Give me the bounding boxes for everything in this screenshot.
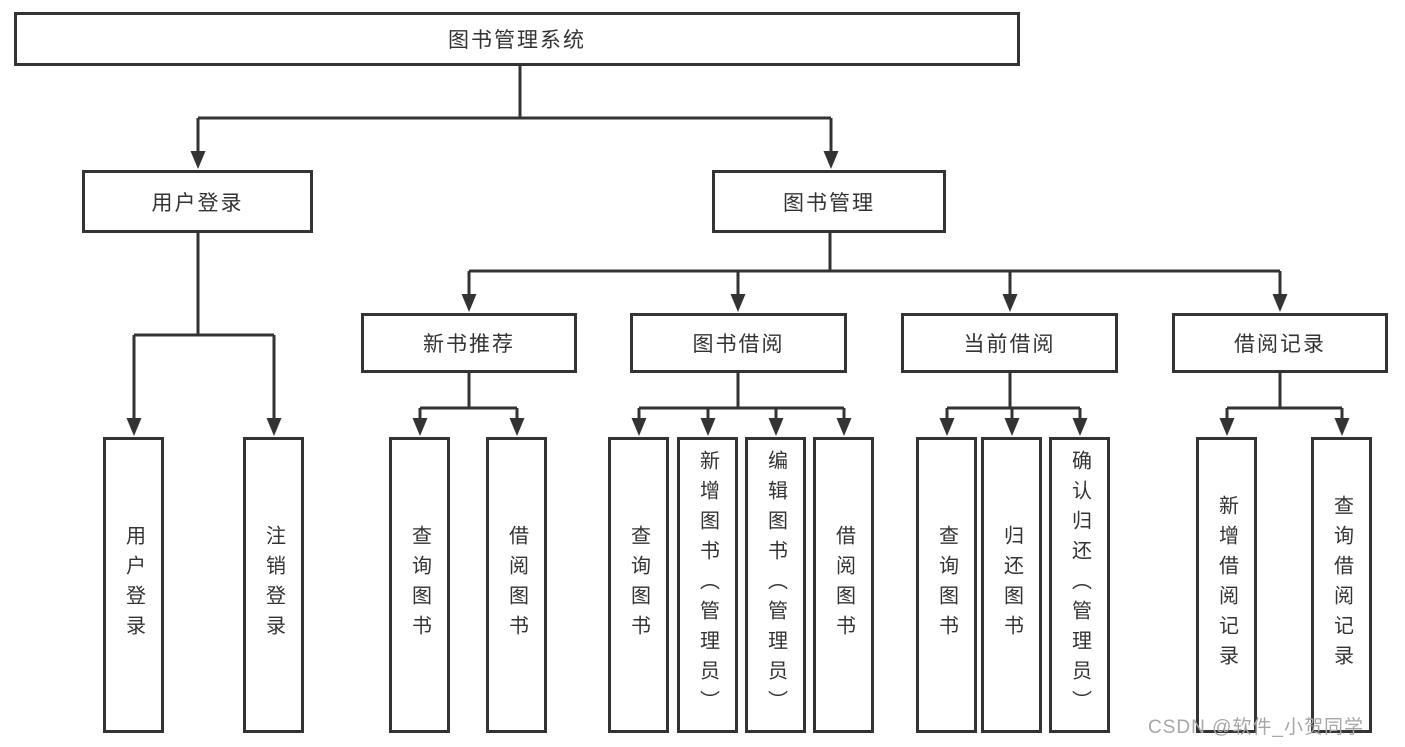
leaf-confirm-return-admin: 确认归还（管理员） (1049, 437, 1110, 733)
node-book-management: 图书管理 (712, 170, 946, 233)
leaf-borrow-books-recommend: 借阅图书 (486, 437, 547, 733)
leaf-query-books-recommend: 查询图书 (389, 437, 450, 733)
leaf-edit-books-admin: 编辑图书（管理员） (745, 437, 806, 733)
leaf-borrow-books: 借阅图书 (813, 437, 874, 733)
node-book-borrowing: 图书借阅 (630, 313, 847, 373)
node-current-borrowing: 当前借阅 (901, 313, 1118, 373)
node-user-login: 用户登录 (82, 170, 313, 233)
node-root-library-system: 图书管理系统 (14, 12, 1020, 66)
leaf-add-books-admin: 新增图书（管理员） (677, 437, 738, 733)
leaf-logout: 注销登录 (243, 437, 304, 733)
leaf-query-books-current: 查询图书 (916, 437, 977, 733)
leaf-user-login: 用户登录 (103, 437, 164, 733)
leaf-query-books-borrowing: 查询图书 (608, 437, 669, 733)
leaf-add-borrow-record: 新增借阅记录 (1196, 437, 1257, 733)
node-borrowing-records: 借阅记录 (1172, 313, 1388, 373)
leaf-query-borrow-record: 查询借阅记录 (1311, 437, 1372, 733)
csdn-watermark: CSDN @软件_小贺同学 (1148, 717, 1364, 738)
node-new-book-recommend: 新书推荐 (361, 313, 577, 373)
leaf-return-books: 归还图书 (981, 437, 1042, 733)
arrowheads (126, 151, 1350, 436)
